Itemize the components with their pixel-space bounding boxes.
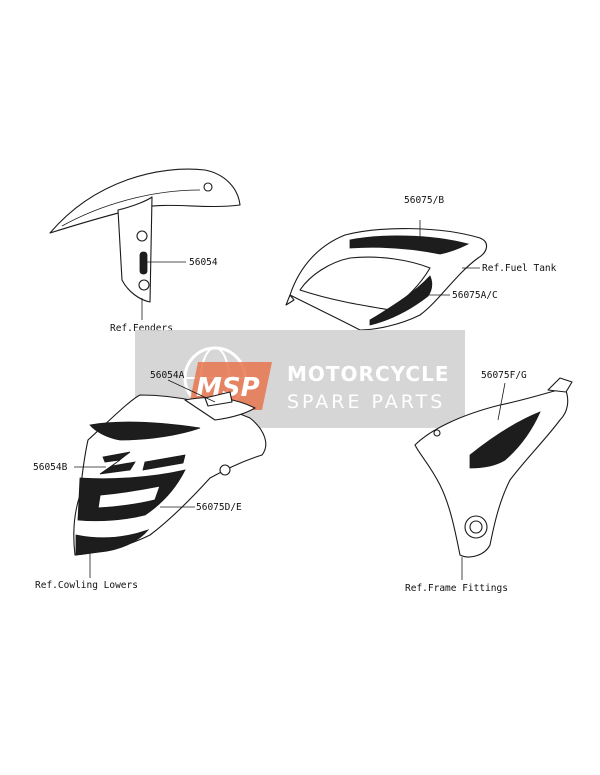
front-fender xyxy=(49,168,241,303)
leader-56054a xyxy=(167,379,216,403)
watermark-title: MOTORCYCLE xyxy=(287,362,449,386)
label-56075fg: 56075F/G xyxy=(481,370,527,381)
label-56054: 56054 xyxy=(189,257,218,268)
frame-cover xyxy=(414,377,573,558)
label-ref-frame-fittings: Ref.Frame Fittings xyxy=(405,583,508,594)
label-ref-fenders: Ref.Fenders xyxy=(110,323,173,334)
label-56075ac: 56075A/C xyxy=(452,290,498,301)
label-56054b: 56054B xyxy=(33,462,68,473)
side-cowling xyxy=(73,391,267,556)
label-56075b: 56075/B xyxy=(404,195,444,206)
watermark-subtitle: SPARE PARTS xyxy=(287,391,445,413)
fuel-tank-cover xyxy=(285,228,488,331)
leader-56075fg xyxy=(497,382,506,421)
label-56075de: 56075D/E xyxy=(196,502,242,513)
label-ref-fuel-tank: Ref.Fuel Tank xyxy=(482,263,557,274)
label-56054a: 56054A xyxy=(150,370,185,381)
label-ref-cowling-lowers: Ref.Cowling Lowers xyxy=(35,580,138,591)
